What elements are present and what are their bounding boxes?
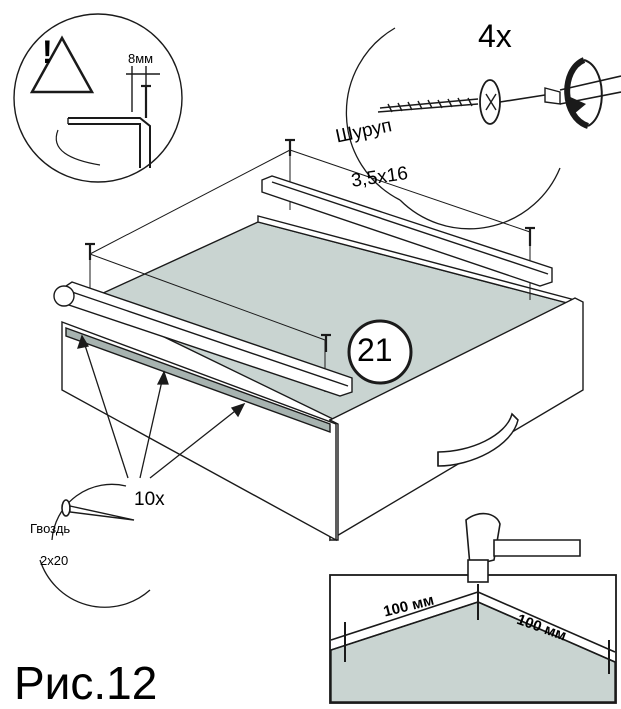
figure-title: Рис.12: [14, 657, 158, 709]
spacing-detail: [329, 512, 617, 704]
warning-symbol: !: [42, 34, 53, 70]
drawer-handle-icon: [437, 412, 519, 467]
back-rail: [261, 175, 553, 287]
screw-detail: [345, 27, 621, 230]
nail-detail: [39, 483, 151, 608]
hammer-icon: [465, 512, 581, 583]
warning-detail-circle: [13, 13, 183, 183]
nail-quantity-label: 10х: [134, 489, 165, 510]
nail-size-label: 2х20: [40, 553, 69, 568]
drawer-side-panel: [61, 320, 337, 542]
warning-detail: [13, 13, 183, 183]
gap-dimension-label: 8мм: [128, 51, 154, 66]
screw-quantity-label: 4х: [478, 18, 512, 54]
rotate-arrow-icon: [564, 57, 603, 129]
screw-icon: [377, 79, 501, 125]
nail-icon: [61, 499, 135, 521]
front-rail: [53, 281, 353, 397]
warning-triangle-icon: [29, 35, 95, 94]
screw-markers: [85, 138, 535, 352]
drawer: [53, 138, 584, 542]
step-number-badge: [347, 319, 413, 385]
nail-name-label: Гвоздь: [30, 521, 71, 536]
nail-pointer-arrows: [77, 334, 246, 479]
step-number-label: 21: [357, 332, 393, 368]
